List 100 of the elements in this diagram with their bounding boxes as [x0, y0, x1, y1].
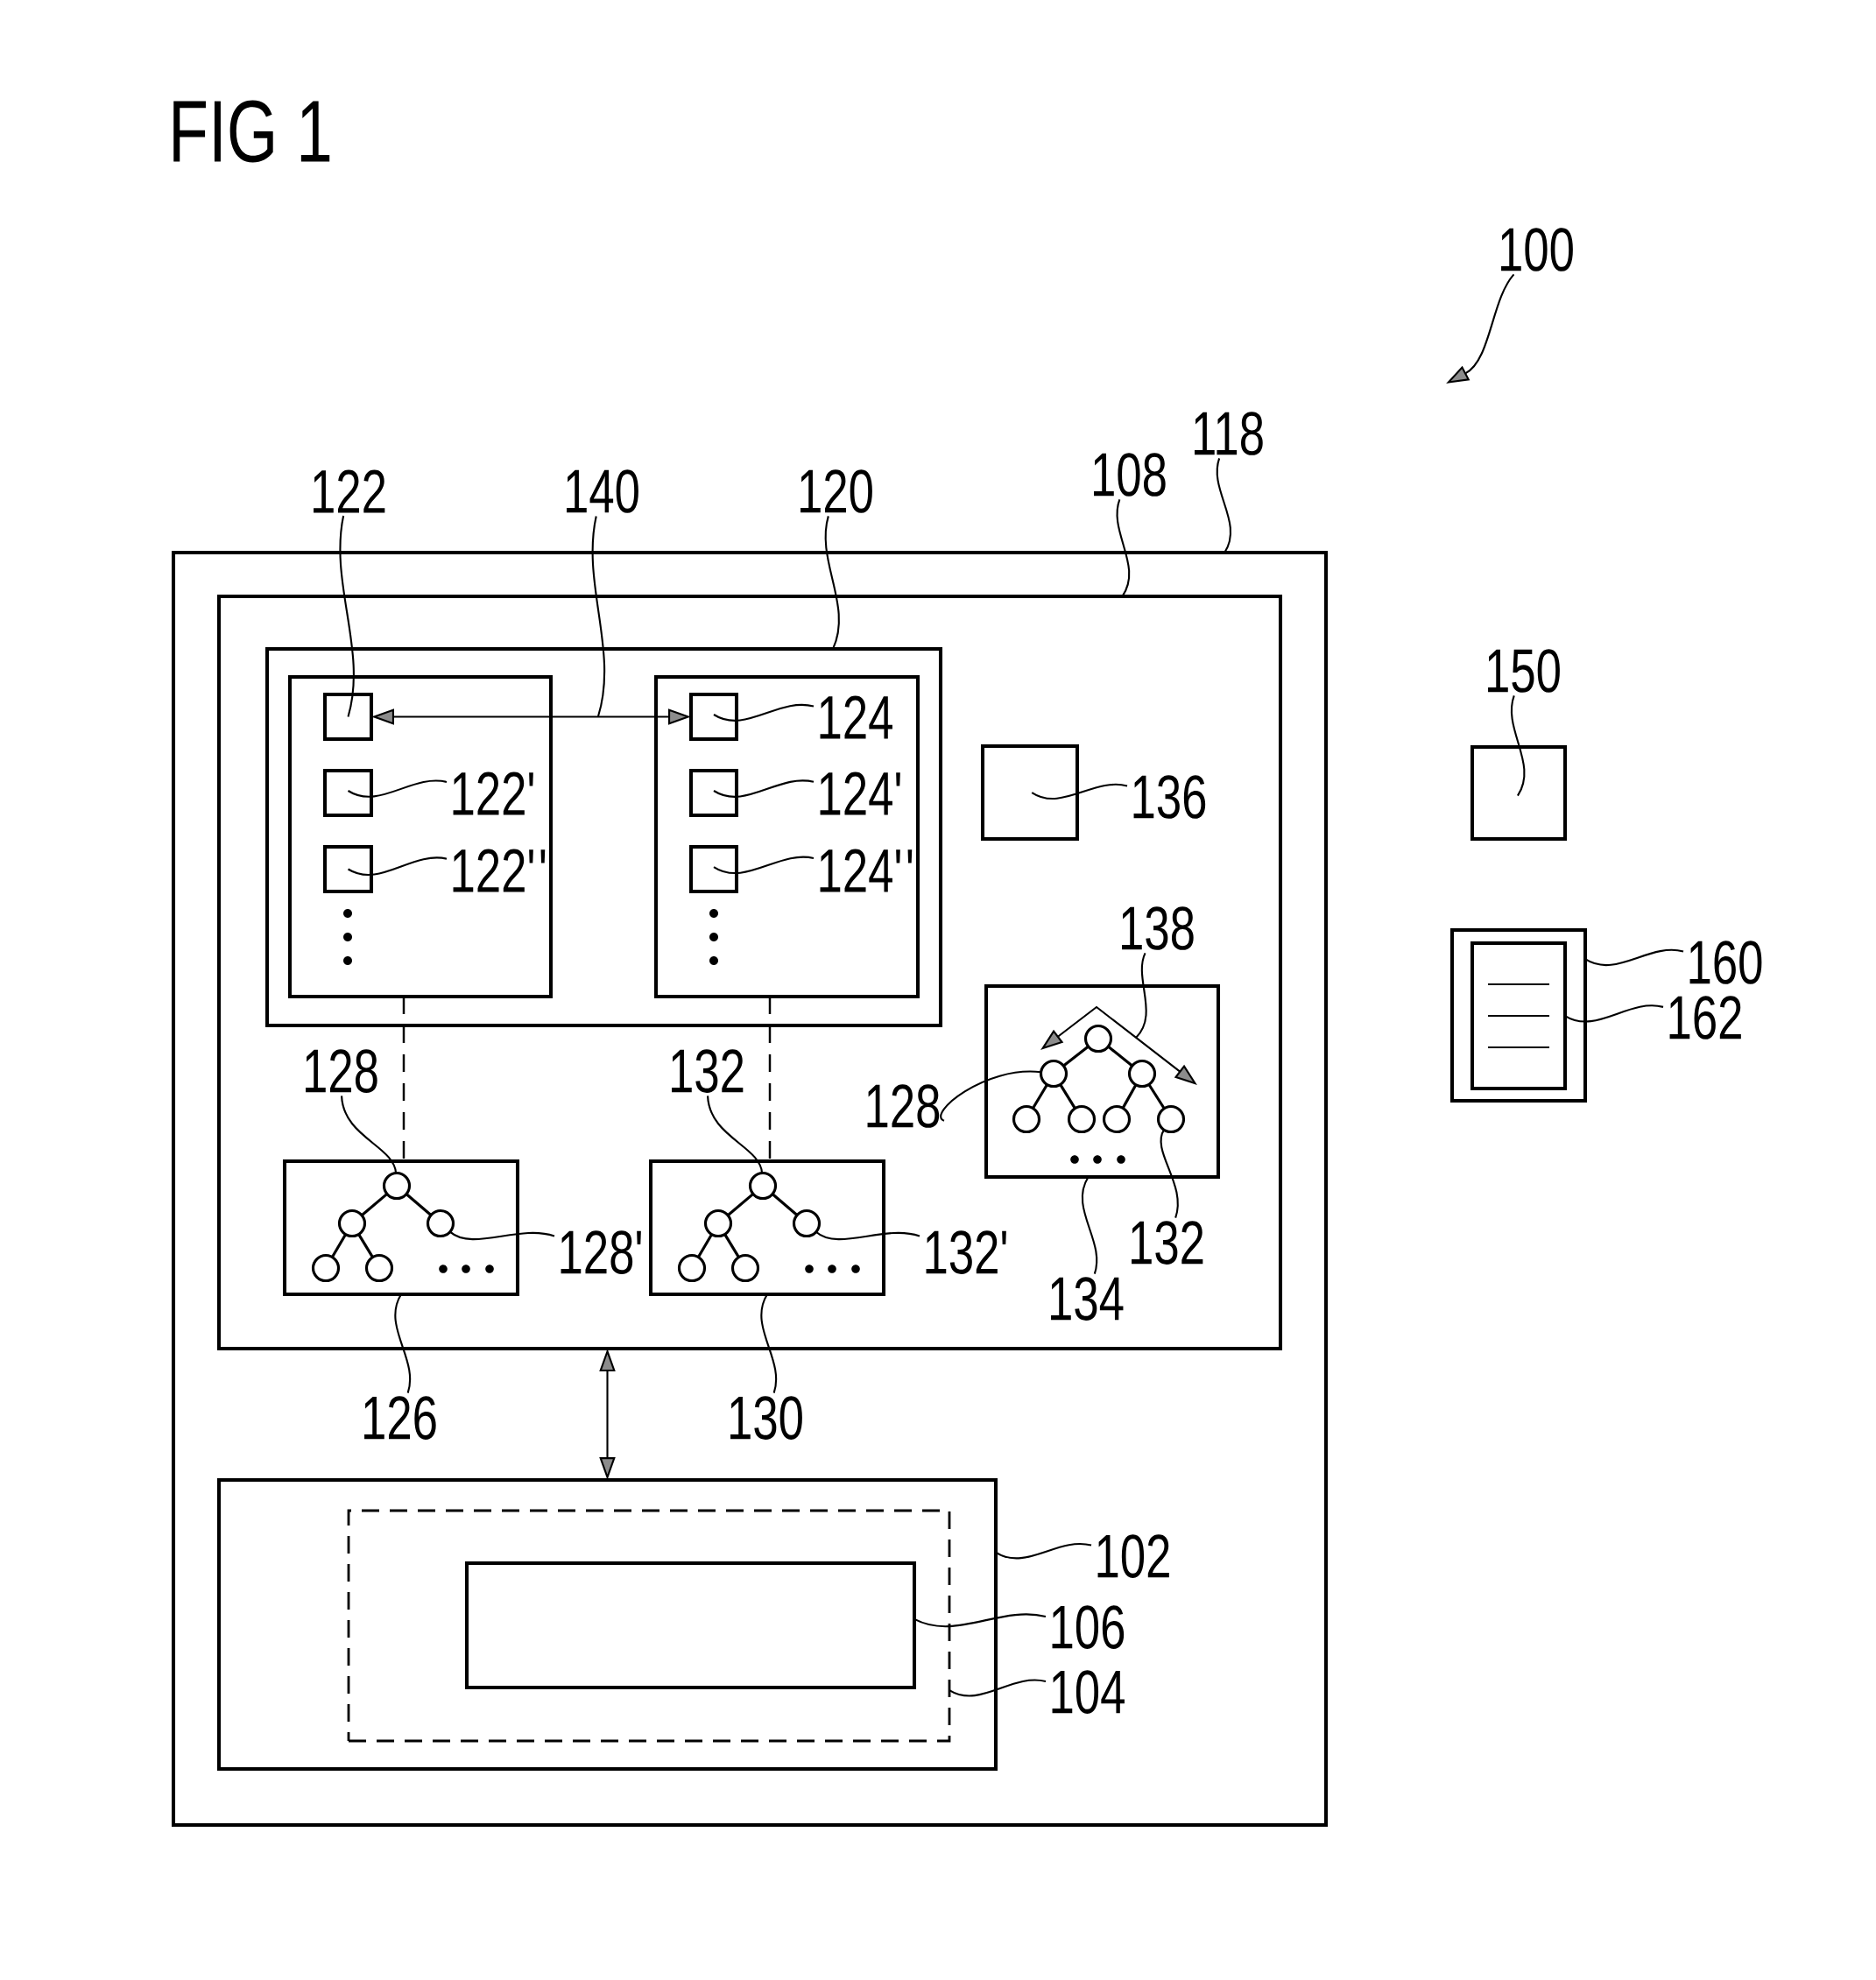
- tree-branch: [357, 1233, 374, 1258]
- reference-numeral: 132': [926, 1230, 1006, 1274]
- tree-node-circle: [364, 1253, 394, 1283]
- square-box: [1470, 745, 1568, 842]
- tree-branch: [405, 1193, 433, 1216]
- inner-rectangle: [465, 1561, 916, 1690]
- list-panel: [654, 675, 920, 999]
- tree-branch: [723, 1233, 740, 1258]
- small-square: [689, 693, 738, 742]
- tree-branch: [331, 1233, 347, 1258]
- reference-numeral: 136: [1133, 775, 1206, 819]
- reference-numeral: 138: [1122, 906, 1194, 950]
- tree-node-circle: [677, 1253, 707, 1283]
- screen-box: [1470, 941, 1568, 1091]
- leader-line: [1116, 499, 1131, 597]
- leader-line: [348, 856, 448, 876]
- tree-node-circle: [1156, 1104, 1186, 1134]
- reference-numeral: 122: [314, 469, 385, 513]
- leader-line: [339, 515, 355, 717]
- tree-branch: [1147, 1083, 1166, 1110]
- reference-numeral: 162: [1669, 996, 1741, 1039]
- list-panel: [288, 675, 554, 999]
- tree-box: [984, 984, 1221, 1180]
- dashed-connector: [768, 997, 772, 1161]
- tree-branch: [1121, 1083, 1138, 1110]
- leader-line: [949, 1679, 1047, 1697]
- reference-numeral: 132: [672, 1049, 744, 1093]
- tree-node-circle: [337, 1208, 367, 1238]
- figure-title: FIG 1: [173, 100, 330, 163]
- tree-branch: [1107, 1045, 1133, 1068]
- outer-frame: [172, 551, 1328, 1828]
- reference-numeral: 124'': [820, 849, 913, 892]
- tree-node-circle: [792, 1208, 822, 1238]
- reference-numeral: 124': [820, 772, 900, 815]
- tree-node-circle: [1102, 1104, 1132, 1134]
- leader-line: [1135, 953, 1147, 1039]
- leader-line: [1564, 1004, 1664, 1023]
- reference-numeral: 128: [867, 1084, 940, 1128]
- leader-line: [995, 1543, 1092, 1560]
- reference-numeral: 124: [820, 695, 892, 739]
- reference-numeral: 128': [561, 1230, 641, 1274]
- leader-line: [760, 1293, 778, 1393]
- leader-line: [713, 703, 815, 722]
- tree-branch: [1062, 1045, 1090, 1068]
- tree-node-circle: [1067, 1104, 1097, 1134]
- reference-numeral: 100: [1501, 228, 1573, 271]
- tree-branch: [697, 1233, 714, 1258]
- tree-node-circle: [1012, 1104, 1041, 1134]
- leader-line: [1160, 1129, 1179, 1218]
- reference-numeral: 122'': [453, 849, 546, 892]
- reference-numeral: 134: [1051, 1277, 1124, 1321]
- tree-node-circle: [426, 1208, 455, 1238]
- tree-node-circle: [382, 1171, 412, 1201]
- reference-numeral: 126: [364, 1396, 436, 1440]
- small-square: [689, 769, 738, 818]
- small-square: [323, 769, 373, 818]
- reference-numeral: 102: [1097, 1534, 1169, 1578]
- leader-line: [394, 1293, 412, 1393]
- leader-line: [713, 779, 815, 798]
- tree-node-circle: [703, 1208, 733, 1238]
- leader-line: [913, 1613, 1047, 1628]
- dashed-connector: [402, 997, 406, 1161]
- leader-line: [1081, 1176, 1098, 1274]
- reference-numeral: 130: [730, 1396, 802, 1440]
- device-frame: [1450, 928, 1588, 1103]
- reference-numeral: 118: [1195, 412, 1263, 455]
- tree-branch: [771, 1193, 799, 1216]
- leader-line: [591, 516, 606, 717]
- small-square: [689, 845, 738, 894]
- dashed-box: [347, 1509, 951, 1743]
- tree-branch: [361, 1193, 388, 1216]
- group-box: [265, 647, 942, 1028]
- tree-box: [283, 1159, 519, 1297]
- reference-numeral: 140: [567, 469, 638, 513]
- tree-node-circle: [730, 1253, 760, 1283]
- small-square: [323, 693, 373, 742]
- reference-numeral: 132: [1132, 1221, 1203, 1265]
- tree-branch: [1032, 1083, 1048, 1110]
- leader-line: [1031, 783, 1128, 800]
- reference-numeral: 122': [453, 772, 533, 815]
- reference-numeral: 108: [1094, 453, 1166, 497]
- reference-numeral: 120: [800, 469, 872, 513]
- tree-node-circle: [1083, 1024, 1113, 1053]
- tree-node-circle: [1039, 1059, 1068, 1089]
- lower-box: [217, 1478, 998, 1772]
- small-square: [323, 845, 373, 894]
- leader-line: [1216, 458, 1231, 553]
- reference-numeral: 106: [1052, 1605, 1125, 1649]
- leader-line: [1584, 948, 1684, 967]
- leader-line: [341, 1096, 398, 1173]
- tree-branch: [1059, 1083, 1076, 1110]
- tree-node-circle: [311, 1253, 341, 1283]
- tree-branch: [727, 1193, 754, 1216]
- inner-frame: [217, 595, 1283, 1351]
- reference-numeral: 160: [1689, 941, 1762, 984]
- square-box: [981, 744, 1080, 842]
- leader-line: [348, 779, 448, 798]
- leader-line: [824, 516, 840, 650]
- tree-node-circle: [748, 1171, 778, 1201]
- leader-line: [707, 1096, 764, 1173]
